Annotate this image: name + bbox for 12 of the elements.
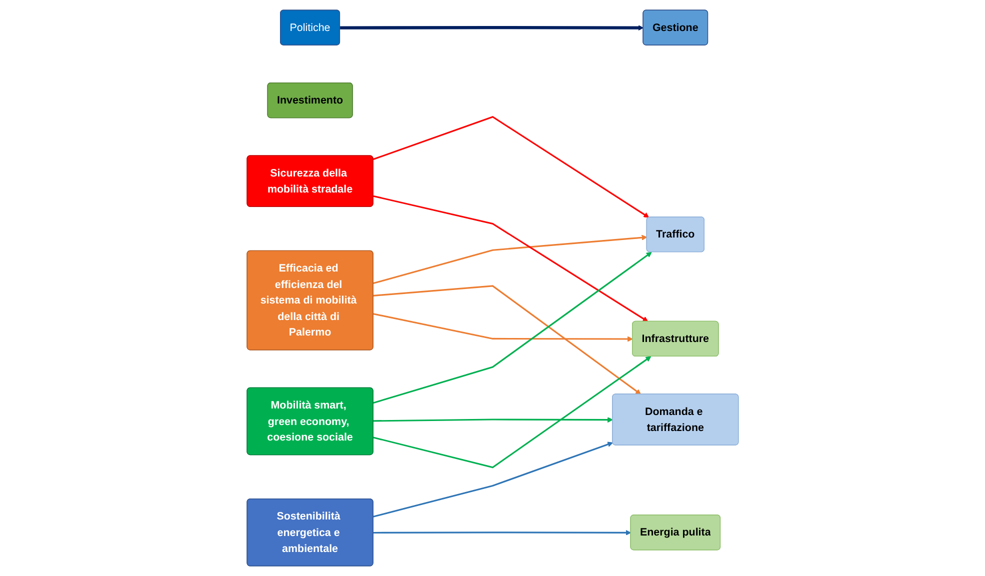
arrow xyxy=(373,285,641,395)
arrow xyxy=(372,195,648,322)
arrow xyxy=(372,442,613,518)
arrow xyxy=(373,417,613,423)
arrow xyxy=(372,252,652,404)
arrow xyxy=(372,234,647,284)
arrow xyxy=(372,313,633,342)
arrow xyxy=(372,116,649,218)
arrow xyxy=(340,25,644,31)
arrow xyxy=(372,356,651,468)
arrow xyxy=(373,530,631,536)
flowchart: Politiche Gestione Investimento Sicurezza della mobilità stradale Efficacia ed efficienza del sistema di mobilità della città di Palermo Mobilità smart, green economy, coesione sociale Sostenibilità energetica e ambientale Traffico Infrastrutture Domanda e tariffazione Energia pulita xyxy=(242,5,744,571)
